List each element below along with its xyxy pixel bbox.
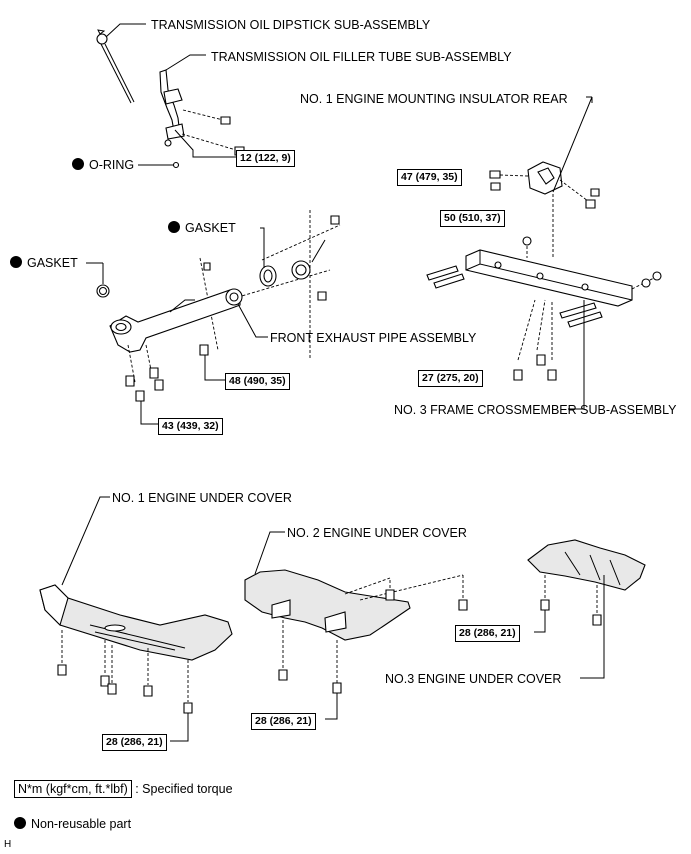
label-gasket-left: GASKET: [10, 256, 78, 270]
non-reusable-icon: [72, 158, 84, 170]
torque-crossmember-nut: 50 (510, 37): [440, 210, 505, 227]
exhaust-drawing: [96, 210, 341, 425]
non-reusable-icon: [10, 256, 22, 268]
gasket-upper-text: GASKET: [185, 221, 236, 235]
gasket-left-text: GASKET: [27, 256, 78, 270]
o-ring-drawing: [138, 161, 180, 169]
label-o-ring: O-RING: [72, 158, 134, 172]
label-crossmember: NO. 3 FRAME CROSSMEMBER SUB-ASSEMBLY: [394, 403, 677, 417]
non-reusable-icon: [14, 817, 26, 829]
label-under-cover-2: NO. 2 ENGINE UNDER COVER: [287, 526, 467, 540]
label-exhaust-pipe: FRONT EXHAUST PIPE ASSEMBLY: [270, 331, 477, 345]
crossmember-drawing: [426, 236, 662, 410]
torque-cover-3-bolt: 28 (286, 21): [455, 625, 520, 642]
legend-non-reusable: Non-reusable part: [14, 817, 131, 831]
label-filler-tube: TRANSMISSION OIL FILLER TUBE SUB-ASSEMBL…: [211, 50, 512, 64]
torque-crossmember-bolt: 27 (275, 20): [418, 370, 483, 387]
legend-non-reusable-text: Non-reusable part: [31, 817, 132, 831]
label-gasket-upper: GASKET: [168, 221, 236, 235]
torque-cover-1-bolt: 28 (286, 21): [102, 734, 167, 751]
under-cover-3-drawing: [527, 539, 646, 679]
insulator-drawing: [489, 96, 600, 258]
torque-cover-2-bolt: 28 (286, 21): [251, 713, 316, 730]
legend-torque: N*m (kgf*cm, ft.*lbf) : Specified torque: [14, 780, 233, 798]
label-under-cover-1: NO. 1 ENGINE UNDER COVER: [112, 491, 292, 505]
torque-filler-tube-bolt: 12 (122, 9): [236, 150, 295, 167]
label-dipstick: TRANSMISSION OIL DIPSTICK SUB-ASSEMBLY: [151, 18, 431, 32]
leader-lines: [105, 23, 592, 158]
label-under-cover-3: NO.3 ENGINE UNDER COVER: [385, 672, 562, 686]
legend-torque-units: N*m (kgf*cm, ft.*lbf): [14, 780, 132, 798]
torque-manifold-nut: 43 (439, 32): [158, 418, 223, 435]
label-mount-insulator: NO. 1 ENGINE MOUNTING INSULATOR REAR: [300, 92, 568, 106]
o-ring-text: O-RING: [89, 158, 135, 172]
torque-exhaust-nut: 48 (490, 35): [225, 373, 290, 390]
dipstick-drawing: [96, 29, 135, 104]
corner-mark: H: [4, 839, 12, 850]
torque-insulator-bolt: 47 (479, 35): [397, 169, 462, 186]
under-cover-1-drawing: [39, 496, 233, 742]
filler-tube-drawing: [159, 69, 245, 156]
legend-torque-text: : Specified torque: [135, 782, 233, 796]
under-cover-2-drawing: [244, 531, 468, 720]
non-reusable-icon: [168, 221, 180, 233]
